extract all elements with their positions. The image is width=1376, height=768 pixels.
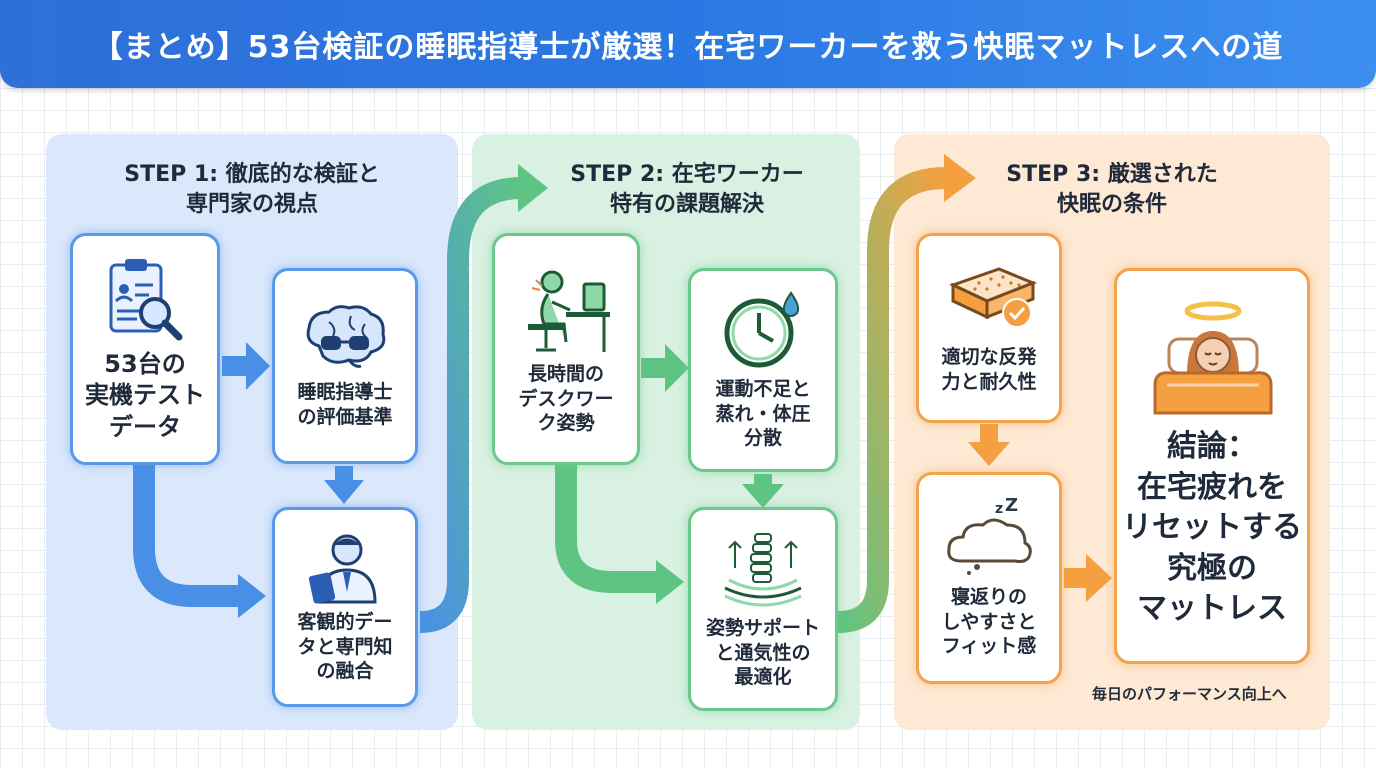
exercise-label: 運動不足と 蒸れ・体圧 分散: [715, 377, 811, 450]
fusion-label: 客観的デー タと専門知 の融合: [297, 610, 393, 683]
mattress-check-icon: [949, 267, 1038, 329]
sleeping-person-icon: [1153, 301, 1273, 415]
step1-title: STEP 1: 徹底的な検証と 専門家の視点: [124, 162, 380, 217]
spine-airflow-icon: [724, 532, 802, 607]
node-desk-posture: 長時間の デスクワー ク姿勢: [492, 233, 640, 465]
node-expert-criteria: 睡眠指導士 の評価基準: [272, 268, 418, 464]
desk-posture-label: 長時間の デスクワー ク姿勢: [518, 362, 614, 435]
expert-criteria-label: 睡眠指導士 の評価基準: [297, 381, 393, 428]
node-firmness: 適切な反発 力と耐久性: [916, 233, 1062, 423]
node-posture-support: 姿勢サポート と通気性の 最適化: [688, 507, 838, 711]
firmness-label: 適切な反発 力と耐久性: [941, 346, 1037, 393]
step3-title: STEP 3: 厳選された 快眠の条件: [1006, 162, 1218, 217]
desk-worker-icon: [528, 270, 610, 352]
brain-glasses-icon: [306, 305, 386, 369]
conclusion-label: 結論： 在宅疲れを リセットする 究極の マットレス: [1122, 429, 1302, 626]
svg-text:Z: Z: [1005, 497, 1018, 516]
title-bar: 【まとめ】53台検証の睡眠指導士が厳選！在宅ワーカーを救う快眠マットレスへの道: [0, 0, 1376, 88]
step2-title: STEP 2: 在宅ワーカー 特有の課題解決: [570, 162, 804, 217]
node-fusion: 客観的デー タと専門知 の融合: [272, 507, 418, 707]
page-title: 【まとめ】53台検証の睡眠指導士が厳選！在宅ワーカーを救う快眠マットレスへの道: [92, 30, 1284, 65]
node-rollover: z Z 寝返りの しやすさと フィット感: [916, 472, 1062, 684]
cloud-sleep-icon: z Z: [947, 497, 1032, 575]
svg-text:z: z: [995, 501, 1003, 517]
test-data-label: 53台の 実機テスト データ: [85, 350, 205, 441]
posture-support-label: 姿勢サポート と通気性の 最適化: [705, 616, 820, 689]
clipboard-search-icon: [109, 259, 183, 341]
node-test-data: 53台の 実機テスト データ: [70, 233, 220, 465]
clock-drop-icon: [724, 291, 800, 368]
node-conclusion: 結論： 在宅疲れを リセットする 究極の マットレス: [1114, 268, 1310, 664]
node-exercise: 運動不足と 蒸れ・体圧 分散: [688, 268, 838, 472]
rollover-label: 寝返りの しやすさと フィット感: [941, 585, 1037, 658]
doctor-tablet-icon: [308, 534, 377, 604]
footnote: 毎日のパフォーマンス向上へ: [1092, 685, 1287, 703]
